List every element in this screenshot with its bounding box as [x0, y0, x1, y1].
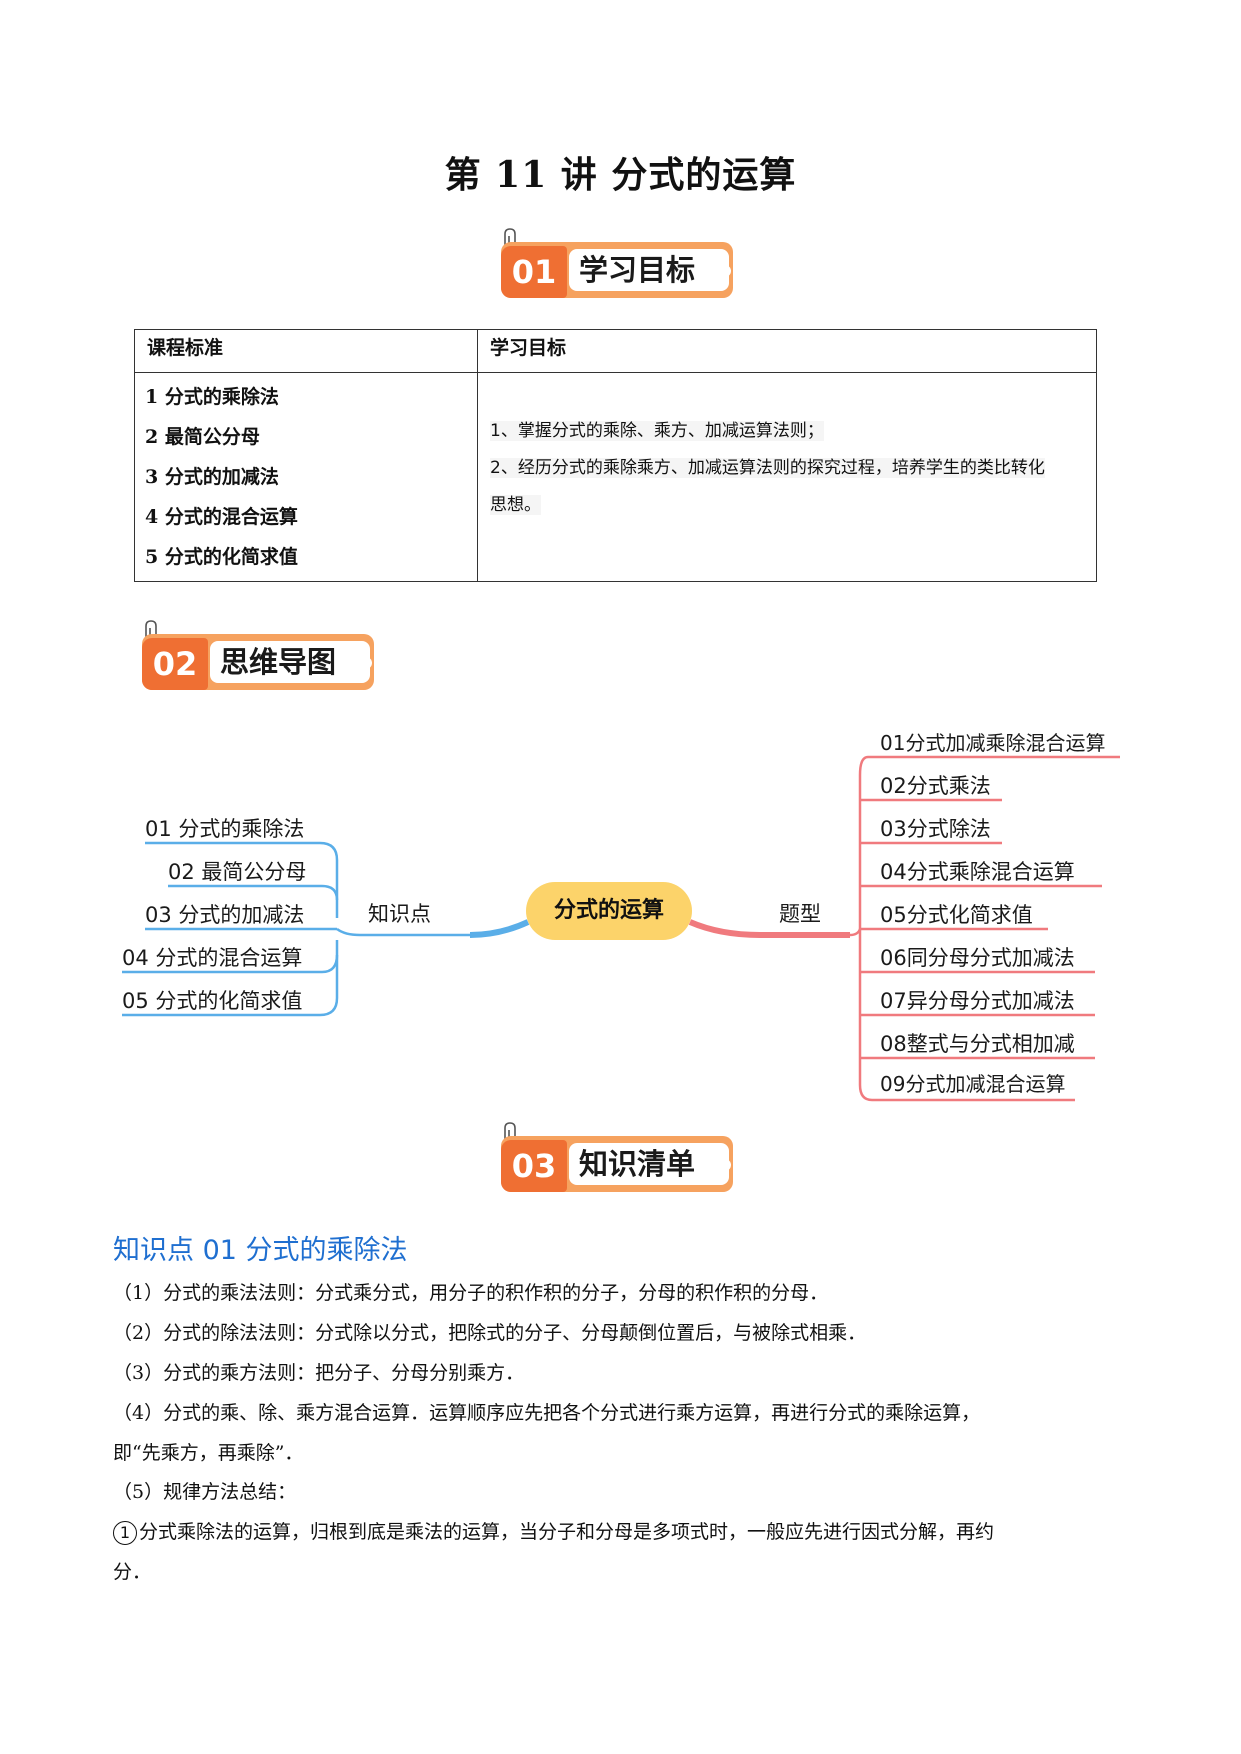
- mindmap-branch-types: 题型: [779, 902, 821, 926]
- mindmap-left-item: 02 最简公分母: [168, 860, 307, 884]
- badge-notch: [360, 657, 372, 669]
- knowledge-heading: 知识点 01 分式的乘除法: [113, 1235, 408, 1266]
- standard-item: 5 分式的化简求值: [145, 546, 298, 568]
- right-connectors: [688, 755, 1120, 1102]
- mindmap-center-node: 分式的运算: [526, 882, 692, 940]
- section-badge-03: 03 知识清单: [497, 1120, 733, 1192]
- paragraph: （2）分式的除法法则：分式除以分式，把除式的分子、分母颠倒位置后，与被除式相乘．: [113, 1322, 867, 1344]
- paragraph: 分．: [113, 1561, 152, 1583]
- goals-table: 课程标准 学习目标 1 分式的乘除法 2 最简公分母 3 分式的加减法 4 分式…: [134, 329, 1097, 582]
- header-goals: 学习目标: [477, 329, 1097, 373]
- paragraph: （3）分式的乘方法则：把分子、分母分别乘方．: [113, 1362, 525, 1384]
- mindmap-right-item: 07异分母分式加减法: [880, 989, 1075, 1013]
- mindmap-left-item: 05 分式的化简求值: [122, 989, 303, 1013]
- paragraph: （4）分式的乘、除、乘方混合运算．运算顺序应先把各个分式进行乘方运算，再进行分式…: [113, 1402, 981, 1424]
- paragraph: （1）分式的乘法法则：分式乘分式，用分子的积作积的分子，分母的积作积的分母．: [113, 1282, 829, 1304]
- badge-notch: [719, 1159, 731, 1171]
- goal-line: 1、掌握分式的乘除、乘方、加减运算法则；: [490, 421, 824, 441]
- mindmap-right-item: 05分式化简求值: [880, 903, 1033, 927]
- goal-line: 思想。: [490, 495, 541, 515]
- goal-line: 2、经历分式的乘除乘方、加减运算法则的探究过程，培养学生的类比转化: [490, 458, 1045, 478]
- circled-number-marker: 1: [113, 1521, 137, 1545]
- mindmap-branch-knowledge: 知识点: [368, 902, 431, 926]
- mindmap-right-item: 08整式与分式相加减: [880, 1032, 1075, 1056]
- standard-item: 1 分式的乘除法: [145, 386, 279, 408]
- badge-notch: [719, 265, 731, 277]
- section-badge-01: 01 学习目标: [497, 226, 733, 298]
- left-connectors: [122, 841, 530, 1017]
- section-badge-02: 02 思维导图: [138, 618, 374, 690]
- badge-label: 学习目标: [569, 249, 729, 291]
- badge-number: 01: [501, 246, 567, 298]
- mindmap-right-item: 09分式加减混合运算: [880, 1072, 1066, 1096]
- mindmap-right-item: 01分式加减乘除混合运算: [880, 731, 1106, 755]
- mindmap-left-item: 01 分式的乘除法: [145, 817, 305, 841]
- standard-item: 2 最简公分母: [145, 426, 260, 448]
- standard-item: 3 分式的加减法: [145, 466, 279, 488]
- paragraph-text: 分式乘除法的运算，归根到底是乘法的运算，当分子和分母是多项式时，一般应先进行因式…: [139, 1521, 995, 1543]
- mindmap-left-item: 04 分式的混合运算: [122, 946, 303, 970]
- badge-label: 知识清单: [569, 1143, 729, 1185]
- goals-cell: 1、掌握分式的乘除、乘方、加减运算法则； 2、经历分式的乘除乘方、加减运算法则的…: [477, 372, 1097, 582]
- badge-label: 思维导图: [210, 641, 370, 683]
- paragraph: （5）规律方法总结：: [113, 1481, 297, 1503]
- badge-number: 03: [501, 1140, 567, 1192]
- standards-cell: 1 分式的乘除法 2 最简公分母 3 分式的加减法 4 分式的混合运算 5 分式…: [134, 372, 478, 582]
- mindmap-right-item: 06同分母分式加减法: [880, 946, 1075, 970]
- mindmap-right-item: 03分式除法: [880, 817, 991, 841]
- badge-number: 02: [142, 638, 208, 690]
- standard-item: 4 分式的混合运算: [145, 506, 298, 528]
- page-title: 第 11 讲 分式的运算: [444, 154, 797, 196]
- mindmap-right-item: 02分式乘法: [880, 774, 991, 798]
- paragraph: 即“先乘方，再乘除”．: [113, 1442, 304, 1464]
- mindmap-right-item: 04分式乘除混合运算: [880, 860, 1075, 884]
- mindmap-left-item: 03 分式的加减法: [145, 903, 305, 927]
